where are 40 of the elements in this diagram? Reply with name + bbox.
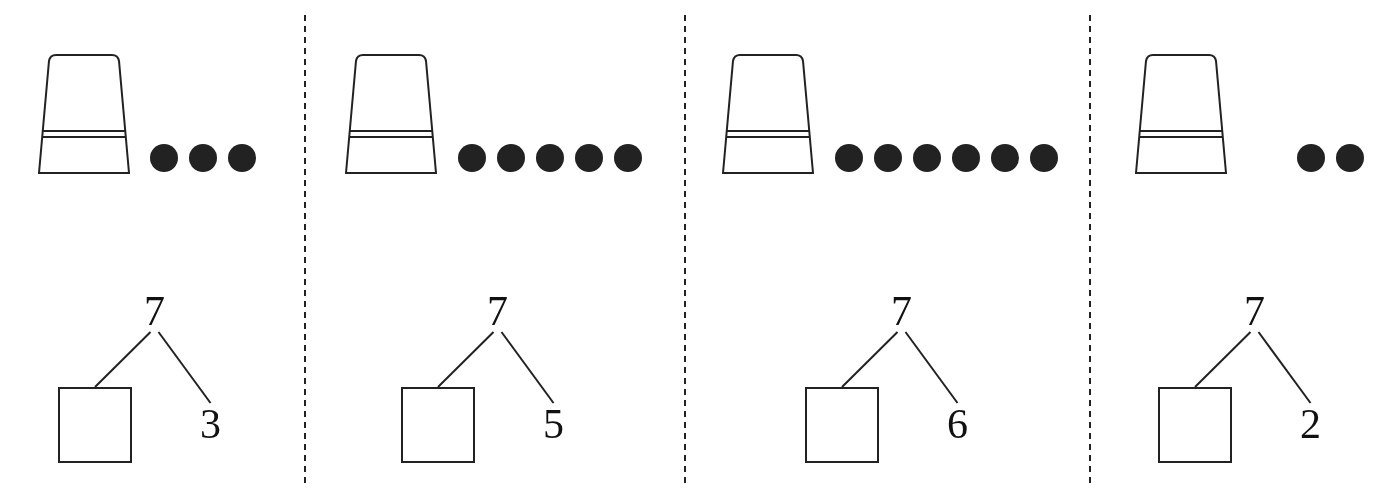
total-number: 7: [891, 290, 912, 332]
answer-box: [1158, 387, 1232, 463]
counter-dot: [1297, 144, 1325, 172]
counter-dot: [1030, 144, 1058, 172]
counter-dot: [536, 144, 564, 172]
counter-dot: [575, 144, 603, 172]
connector-line: [1257, 331, 1312, 404]
cup-icon: [1135, 53, 1227, 175]
total-number: 7: [1244, 290, 1265, 332]
part-number: 6: [947, 403, 968, 445]
connector-line: [94, 331, 152, 388]
counter-dot: [952, 144, 980, 172]
connector-line: [437, 331, 495, 388]
connector-line: [904, 331, 959, 404]
total-number: 7: [144, 290, 165, 332]
cup-icon: [722, 53, 814, 175]
connector-line: [157, 331, 212, 404]
part-number: 3: [200, 403, 221, 445]
answer-box: [58, 387, 132, 463]
total-number: 7: [487, 290, 508, 332]
part-number: 2: [1300, 403, 1321, 445]
counter-dot: [1336, 144, 1364, 172]
counter-dot: [150, 144, 178, 172]
connector-line: [1194, 331, 1252, 388]
part-number: 5: [543, 403, 564, 445]
connector-line: [500, 331, 555, 404]
answer-box: [805, 387, 879, 463]
counter-dot: [913, 144, 941, 172]
counter-dot: [614, 144, 642, 172]
counter-dot: [991, 144, 1019, 172]
counter-dot: [874, 144, 902, 172]
cup-icon: [345, 53, 437, 175]
counter-dot: [458, 144, 486, 172]
counter-dot: [497, 144, 525, 172]
counter-dot: [835, 144, 863, 172]
cup-icon: [38, 53, 130, 175]
answer-box: [401, 387, 475, 463]
connector-line: [841, 331, 899, 388]
counter-dot: [189, 144, 217, 172]
counter-dot: [228, 144, 256, 172]
